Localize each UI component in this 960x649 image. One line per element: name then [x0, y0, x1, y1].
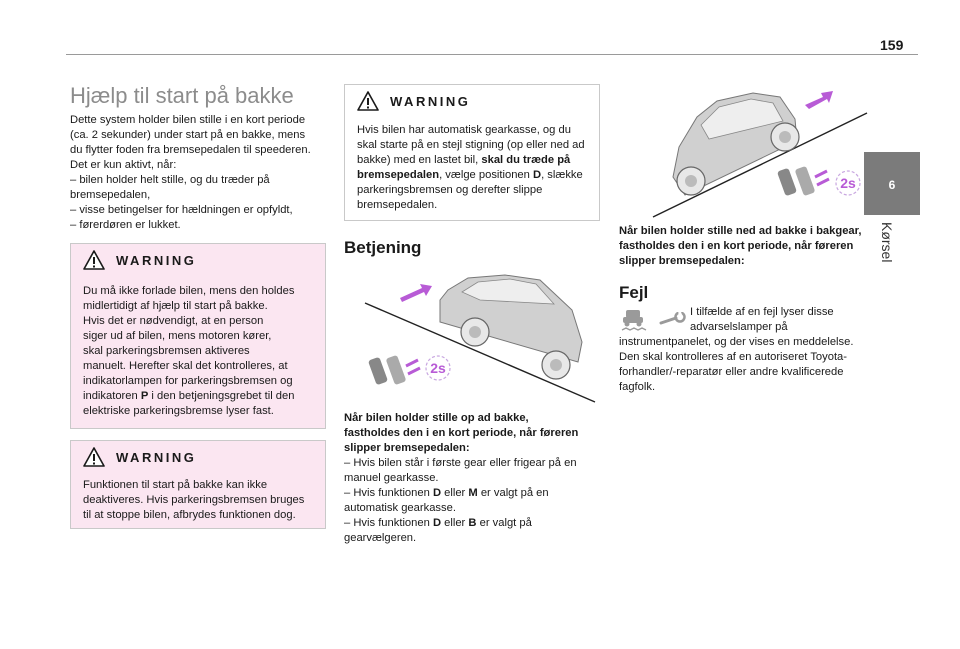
warning-text: , vælge positionen [439, 169, 533, 181]
fault-text-inset: I tilfælde af en fejl lyser disse advars… [690, 305, 880, 335]
intro-line: – bilen holder helt stille, og du træder… [70, 174, 270, 186]
gear-b: B [468, 517, 477, 529]
fault-text: instrumentpanelet, og der vises en medde… [619, 335, 881, 395]
warning-box-left-1: WARNING Du må ikke forlade bilen, mens d… [70, 243, 326, 429]
fault-line: Den skal kontrolleres af en autoriseret … [619, 351, 848, 363]
intro-line: Det er kun aktivt, når: [70, 159, 177, 171]
caption-line: Når bilen holder stille op ad bakke, [344, 412, 529, 424]
intro-line: (ca. 2 sekunder) under start på en bakke… [70, 129, 306, 141]
list-item: gearvælgeren. [344, 532, 417, 544]
uphill-caption: Når bilen holder stille op ad bakke, fas… [344, 411, 604, 546]
warning-line: Hvis bilen har automatisk gearkasse, og … [357, 124, 571, 136]
warning-line: deaktiveres. Hvis parkeringsbremsen brug… [83, 494, 305, 506]
list-text: eller [441, 517, 469, 529]
pedal-icon [368, 355, 421, 385]
caption-line: slipper bremsepedalen: [619, 255, 745, 267]
list-item: – Hvis funktionen D eller M er valgt på … [344, 486, 604, 501]
caption-line: slipper bremsepedalen: [344, 442, 470, 454]
warning-triangle-icon [83, 447, 105, 467]
list-item: manuel gearkasse. [344, 472, 439, 484]
list-item: – Hvis funktionen D eller B er valgt på [344, 516, 604, 531]
list-item: automatisk gearkasse. [344, 502, 456, 514]
fault-line: instrumentpanelet, og der vises en medde… [619, 336, 854, 348]
motion-arrow-icon [805, 91, 833, 109]
warning-line: indikatorlampen for parkeringsbremsen og [83, 375, 293, 387]
warning-line: skal parkeringsbremsen aktiveres [83, 345, 250, 357]
warning-text: , slække [541, 169, 583, 181]
warning-text: bakke) med en lastet bil, [357, 154, 482, 166]
caption-line: fastholdes den i en kort periode, når fø… [344, 427, 579, 439]
warning-line: Hvis det er nødvendigt, at en person [83, 315, 264, 327]
warning-box-left-2: WARNING Funktionen til start på bakke ka… [70, 440, 326, 529]
fault-line: fagfolk. [619, 381, 656, 393]
indicator-p: P [140, 390, 149, 402]
warning-emphasis: skal du træde på [481, 154, 571, 166]
warning-triangle-icon [83, 250, 105, 270]
intro-line: du flytter foden fra bremsepedalen til s… [70, 144, 311, 156]
page-number: 159 [880, 37, 904, 53]
intro-text: Dette system holder bilen stille i en ko… [70, 113, 332, 233]
pedal-icon [777, 166, 830, 196]
timer-icon [425, 355, 451, 381]
warning-line: til at stoppe bilen, afbrydes funktionen… [83, 509, 296, 521]
chapter-label: Kørsel [879, 222, 907, 282]
timer-label: 2s [840, 175, 856, 191]
downhill-car-illustration: 2s [652, 91, 868, 218]
betjening-heading: Betjening [344, 238, 422, 257]
warning-text: indikatoren [83, 390, 141, 402]
intro-line: – førerdøren er lukket. [70, 219, 181, 231]
list-text: eller [441, 487, 469, 499]
fault-line: forhandler/-reparatør eller andre kvalif… [619, 366, 844, 378]
warning-title: WARNING [116, 253, 197, 268]
list-text: er valgt på [476, 517, 532, 529]
warning-line: skal starte på en stejl stigning (op ell… [357, 139, 585, 151]
warning-line: elektriske parkeringsbremse lyser fast. [83, 405, 274, 417]
warning-title: WARNING [390, 94, 471, 109]
warning-line: parkeringsbremsen og derefter slippe [357, 184, 543, 196]
uphill-car-illustration: 2s [364, 274, 596, 403]
fault-line: advarselslamper på [690, 321, 788, 333]
warning-triangle-icon [357, 91, 379, 111]
list-text: er valgt på en [477, 487, 549, 499]
warning-line: midlertidigt af hjælp til start på bakke… [83, 300, 268, 312]
gear-d: D [432, 517, 442, 529]
list-item: – Hvis bilen står i første gear eller fr… [344, 457, 577, 469]
chapter-tab[interactable]: 6 [864, 152, 920, 215]
timer-icon [835, 170, 861, 196]
timer-label: 2s [430, 360, 446, 376]
fault-heading: Fejl [619, 283, 649, 302]
gear-d: D [432, 487, 442, 499]
warning-line: manuelt. Herefter skal det kontrolleres,… [83, 360, 288, 372]
caption-line: Når bilen holder stille ned ad bakke i b… [619, 225, 862, 237]
list-text: – Hvis funktionen [344, 487, 433, 499]
warning-line: Du må ikke forlade bilen, mens den holde… [83, 285, 295, 297]
header-divider [66, 54, 918, 55]
warning-line: indikatoren P i den betjeningsgrebet til… [83, 389, 313, 404]
list-text: – Hvis funktionen [344, 517, 433, 529]
intro-line: – visse betingelser for hældningen er op… [70, 204, 293, 216]
section-title: Hjælp til start på bakke [70, 83, 294, 108]
hill-start-warning-lamp-icon [621, 310, 647, 331]
motion-arrow-icon [400, 284, 432, 302]
warning-text: i den betjeningsgrebet til den [148, 390, 295, 402]
chapter-number: 6 [888, 178, 896, 192]
warning-line: bakke) med en lastet bil, skal du træde … [357, 153, 587, 168]
intro-line: bremsepedalen, [70, 189, 151, 201]
warning-line: siger ud af bilen, mens motoren kører, [83, 330, 272, 342]
caption-line: fastholdes den i en kort periode, når fø… [619, 240, 854, 252]
warning-title: WARNING [116, 450, 197, 465]
fault-line: I tilfælde af en fejl lyser disse [690, 306, 834, 318]
gear-m: M [468, 487, 478, 499]
warning-line: bremsepedalen, vælge positionen D, slækk… [357, 168, 587, 183]
wrench-icon [659, 312, 686, 325]
warning-line: bremsepedalen. [357, 199, 438, 211]
warning-line: Funktionen til start på bakke kan ikke [83, 479, 268, 491]
downhill-caption: Når bilen holder stille ned ad bakke i b… [619, 224, 881, 269]
intro-line: Dette system holder bilen stille i en ko… [70, 114, 306, 126]
gear-d: D [533, 169, 542, 181]
warning-emphasis: bremsepedalen [357, 169, 440, 181]
chapter-label-text: Kørsel [879, 222, 895, 263]
warning-box-middle: WARNING Hvis bilen har automatisk gearka… [344, 84, 600, 221]
